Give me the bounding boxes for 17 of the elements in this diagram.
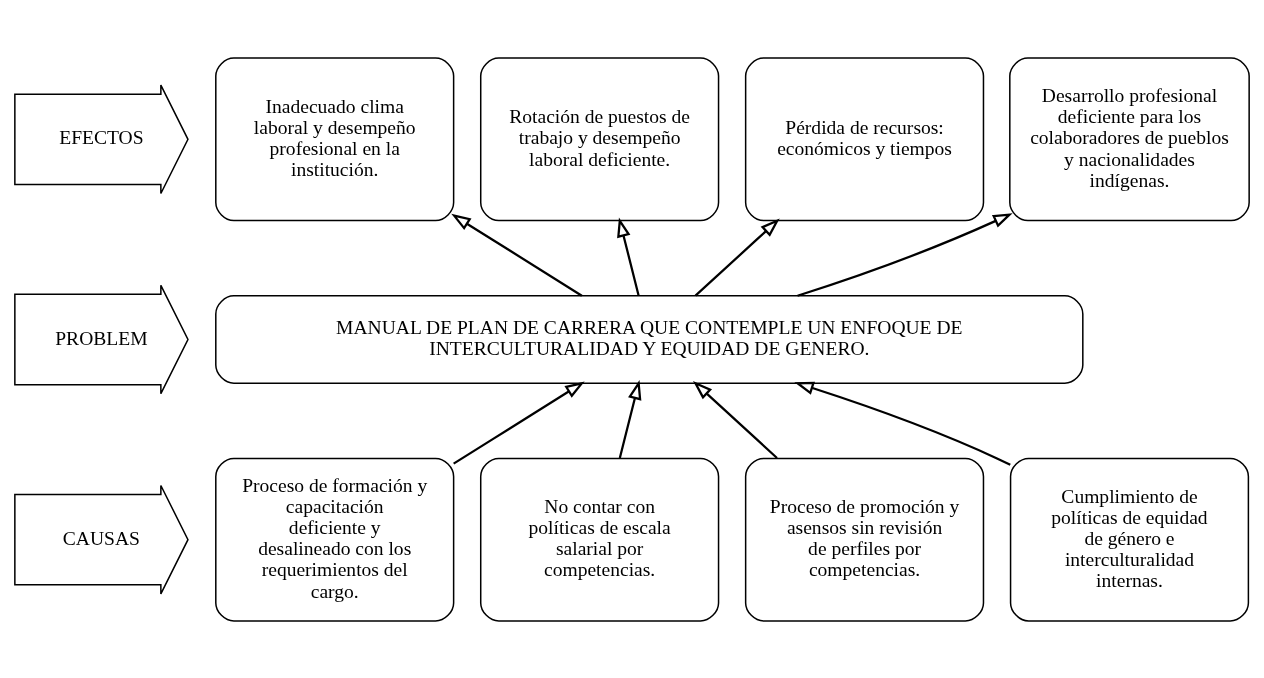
arrow [617,217,640,296]
arrow [451,213,583,297]
arrow [618,379,642,458]
arrow [797,212,1013,297]
arrow [692,380,778,459]
node-box: Rotación de puestos de trabajo y desempeño laboral deficiente. [479,56,720,221]
node-box: Pérdida de recursos: económicos y tiempos [744,56,985,221]
arrow [453,381,585,465]
node-box: No contar con políticas de escala salarial por competencias. [479,457,720,622]
node-box: MANUAL DE PLAN DE CARRERA QUE CONTEMPLE UN ENFOQUE DE INTERCULTURALIDAD Y EQUIDAD DE GENERO. [215,294,1084,384]
node-box: Cumplimiento de políticas de equidad de género e interculturalidad internas. [1009,457,1250,622]
node-box: Desarrollo profesional deficiente para los colaboradores de pueblos y nacionalidades indígenas. [1009,56,1250,221]
node-box: Inadecuado clima laboral y desempeño profesional en la institución. [215,56,455,221]
arrow [694,218,780,297]
node-box: Proceso de promoción y asensos sin revisión de perfiles por competencias. [744,457,985,622]
node-box: Proceso de formación y capacitación deficiente y desalineado con los requerimientos del cargo. [215,457,455,622]
arrow [794,381,1011,466]
